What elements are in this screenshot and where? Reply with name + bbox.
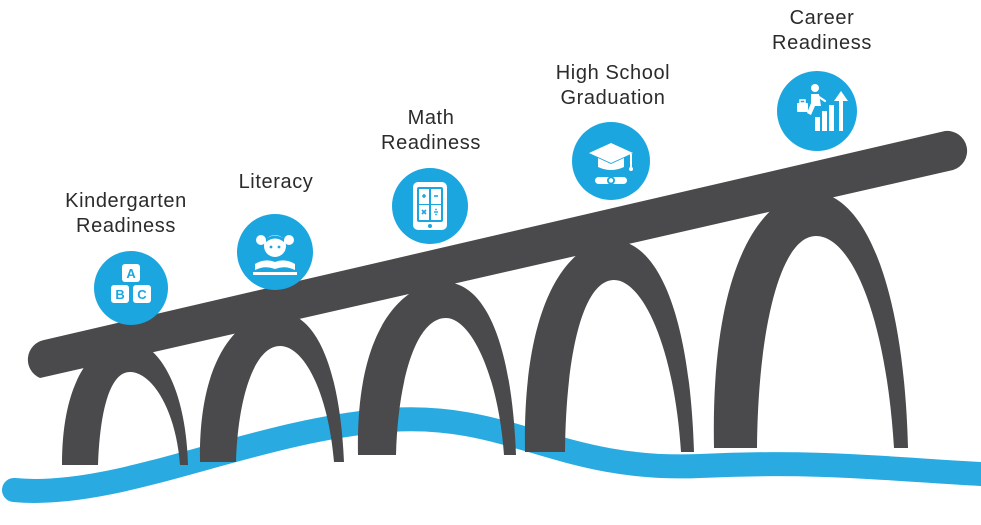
label-line: Career: [789, 7, 855, 29]
block-b-letter: B: [115, 287, 124, 302]
milestone-label-career-readiness: Career Readiness: [722, 6, 922, 56]
block-a-letter: A: [126, 266, 136, 281]
block-c-letter: C: [137, 287, 147, 302]
arch-5: [713, 192, 908, 448]
arch-3: [357, 282, 516, 455]
arch-2: [199, 312, 344, 462]
bridge-arches: [62, 192, 908, 465]
label-line: Literacy: [238, 171, 314, 193]
milestone-label-math-readiness: Math Readiness: [331, 106, 531, 156]
calculator-icon: [392, 168, 468, 244]
abc-blocks-icon: A B C: [94, 251, 168, 325]
arch-1: [62, 340, 188, 465]
milestone-label-high-school-graduation: High School Graduation: [513, 61, 713, 111]
child-reading-icon: [237, 214, 313, 290]
label-line: Kindergarten: [65, 190, 187, 212]
graduation-cap-diploma-icon: [572, 122, 650, 200]
label-line: Readiness: [381, 132, 481, 154]
milestone-label-literacy: Literacy: [176, 170, 376, 195]
river: [2, 407, 981, 503]
bridge-deck: [27, 130, 968, 378]
label-line: Readiness: [76, 215, 176, 237]
label-line: Math: [407, 107, 455, 129]
label-line: High School: [555, 62, 671, 84]
milestone-label-kindergarten-readiness: Kindergarten Readiness: [26, 189, 226, 239]
arch-4: [524, 240, 694, 452]
label-line: Readiness: [772, 32, 872, 54]
label-line: Graduation: [560, 87, 666, 109]
career-growth-icon: [777, 71, 857, 151]
